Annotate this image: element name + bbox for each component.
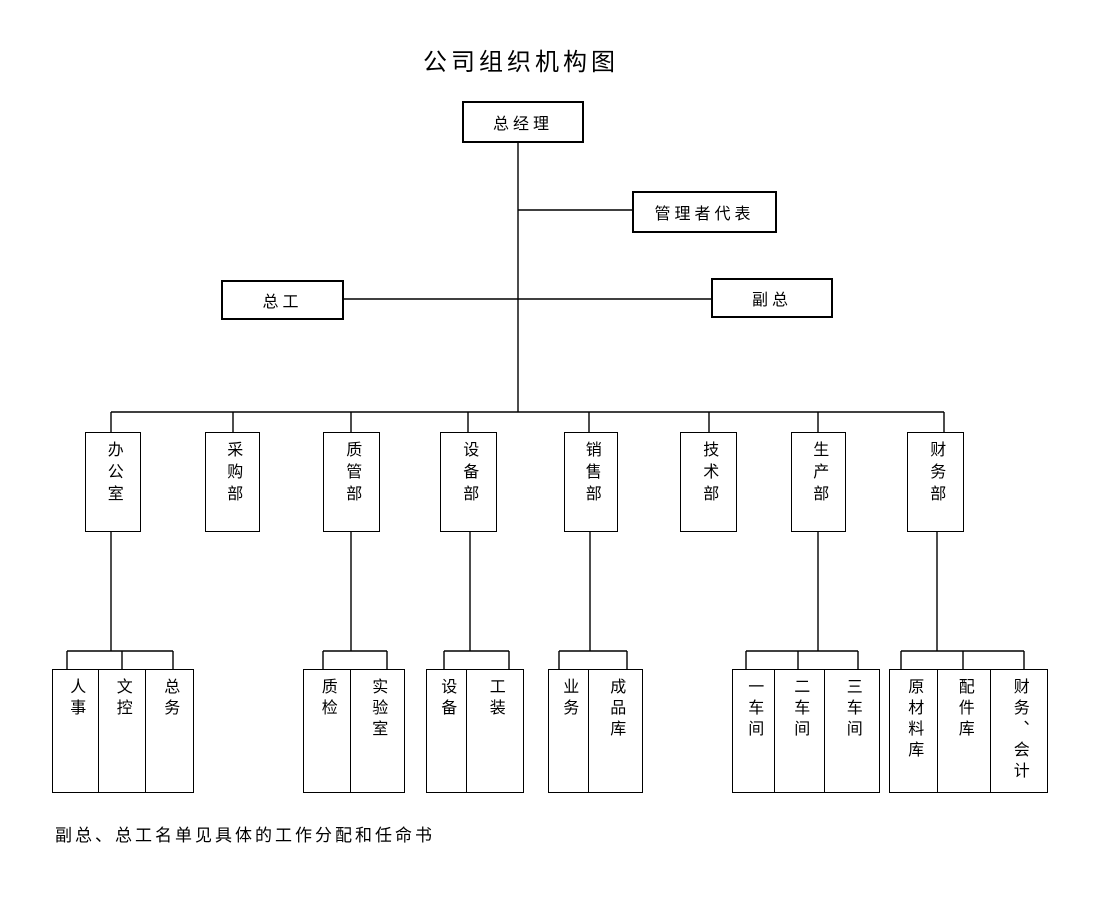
dept-label: 设备部 — [460, 441, 478, 507]
node-management-representative: 管理者代表 — [632, 191, 777, 233]
subunit-group-production: 一车间 二车间 三车间 — [732, 669, 880, 793]
dept-label: 销售部 — [582, 441, 600, 507]
subunit-tooling: 工装 — [466, 669, 524, 793]
subunit-laboratory: 实验室 — [350, 669, 405, 793]
subunit-workshop-3: 三车间 — [824, 669, 880, 793]
dept-box-equipment: 设备部 — [440, 432, 497, 532]
subunit-parts-warehouse: 配件库 — [937, 669, 991, 793]
subunit-quality-inspection: 质检 — [303, 669, 351, 793]
dept-box-office: 办公室 — [85, 432, 141, 532]
subunit-business: 业务 — [548, 669, 589, 793]
subunit-equipment: 设备 — [426, 669, 467, 793]
dept-box-sales: 销售部 — [564, 432, 618, 532]
page-title: 公司组织机构图 — [423, 49, 619, 76]
footnote: 副总、总工名单见具体的工作分配和任命书 — [55, 826, 435, 845]
subunit-group-quality: 质检 实验室 — [303, 669, 405, 793]
dept-label: 财务部 — [927, 441, 945, 507]
node-general-manager: 总经理 — [462, 101, 584, 143]
subunit-workshop-2: 二车间 — [774, 669, 825, 793]
dept-label: 生产部 — [810, 441, 828, 507]
dept-box-production: 生产部 — [791, 432, 846, 532]
dept-label: 采购部 — [224, 441, 242, 507]
dept-label: 办公室 — [104, 441, 122, 507]
subunit-doc-control: 文控 — [98, 669, 146, 793]
node-label: 副总 — [751, 292, 792, 309]
node-label: 总工 — [262, 294, 303, 311]
dept-box-technology: 技术部 — [680, 432, 737, 532]
subunit-group-finance: 原材料库 配件库 财务、会计 — [889, 669, 1048, 793]
subunit-hr: 人事 — [52, 669, 99, 793]
dept-box-purchasing: 采购部 — [205, 432, 260, 532]
subunit-group-equipment: 设备 工装 — [426, 669, 524, 793]
subunit-finished-goods-warehouse: 成品库 — [588, 669, 643, 793]
node-chief-engineer: 总工 — [221, 280, 344, 320]
subunit-workshop-1: 一车间 — [732, 669, 775, 793]
dept-label: 质管部 — [343, 441, 361, 507]
node-label: 管理者代表 — [654, 206, 755, 223]
node-label: 总经理 — [492, 116, 553, 133]
subunit-raw-material-warehouse: 原材料库 — [889, 669, 938, 793]
subunit-group-office: 人事 文控 总务 — [52, 669, 194, 793]
subunit-general-affairs: 总务 — [145, 669, 194, 793]
dept-label: 技术部 — [700, 441, 718, 507]
dept-box-finance: 财务部 — [907, 432, 964, 532]
node-deputy-general-manager: 副总 — [711, 278, 833, 318]
subunit-finance-accounting: 财务、会计 — [990, 669, 1048, 793]
dept-box-quality: 质管部 — [323, 432, 380, 532]
subunit-group-sales: 业务 成品库 — [548, 669, 643, 793]
